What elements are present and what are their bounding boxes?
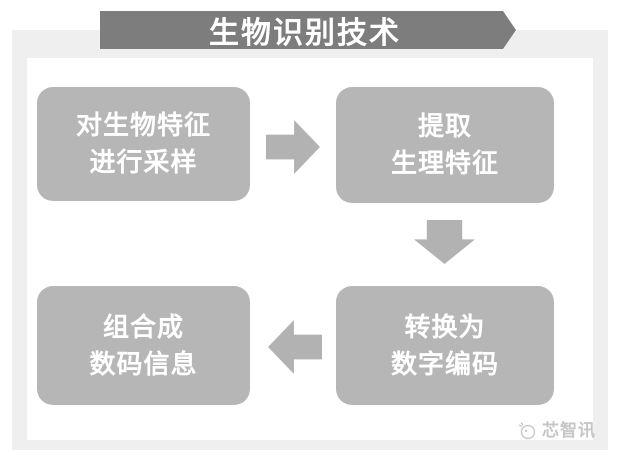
flow-box-extract-line2: 生理特征 — [390, 148, 499, 178]
watermark: 芯智讯 — [517, 420, 596, 442]
flow-box-convert: 转换为 数字编码 — [336, 286, 554, 405]
flow-box-convert-line2: 数字编码 — [390, 348, 499, 379]
flow-box-combine-line1: 组合成 — [102, 311, 184, 342]
flow-box-convert-line1: 转换为 — [404, 311, 486, 342]
watermark-text: 芯智讯 — [542, 421, 596, 440]
title-banner: 生物识别技术 — [100, 11, 516, 49]
chip-logo-icon — [518, 422, 536, 440]
flow-box-combine-line2: 数码信息 — [89, 348, 198, 379]
flow-box-sampling-line2: 进行采样 — [89, 147, 198, 177]
page-title: 生物识别技术 — [209, 17, 401, 50]
flow-box-combine: 组合成 数码信息 — [37, 286, 250, 405]
flow-box-extract: 提取 生理特征 — [336, 87, 554, 203]
flow-box-sampling-line1: 对生物特征 — [75, 110, 211, 140]
flow-box-sampling: 对生物特征 进行采样 — [37, 87, 250, 201]
flow-box-extract-line1: 提取 — [417, 111, 472, 141]
